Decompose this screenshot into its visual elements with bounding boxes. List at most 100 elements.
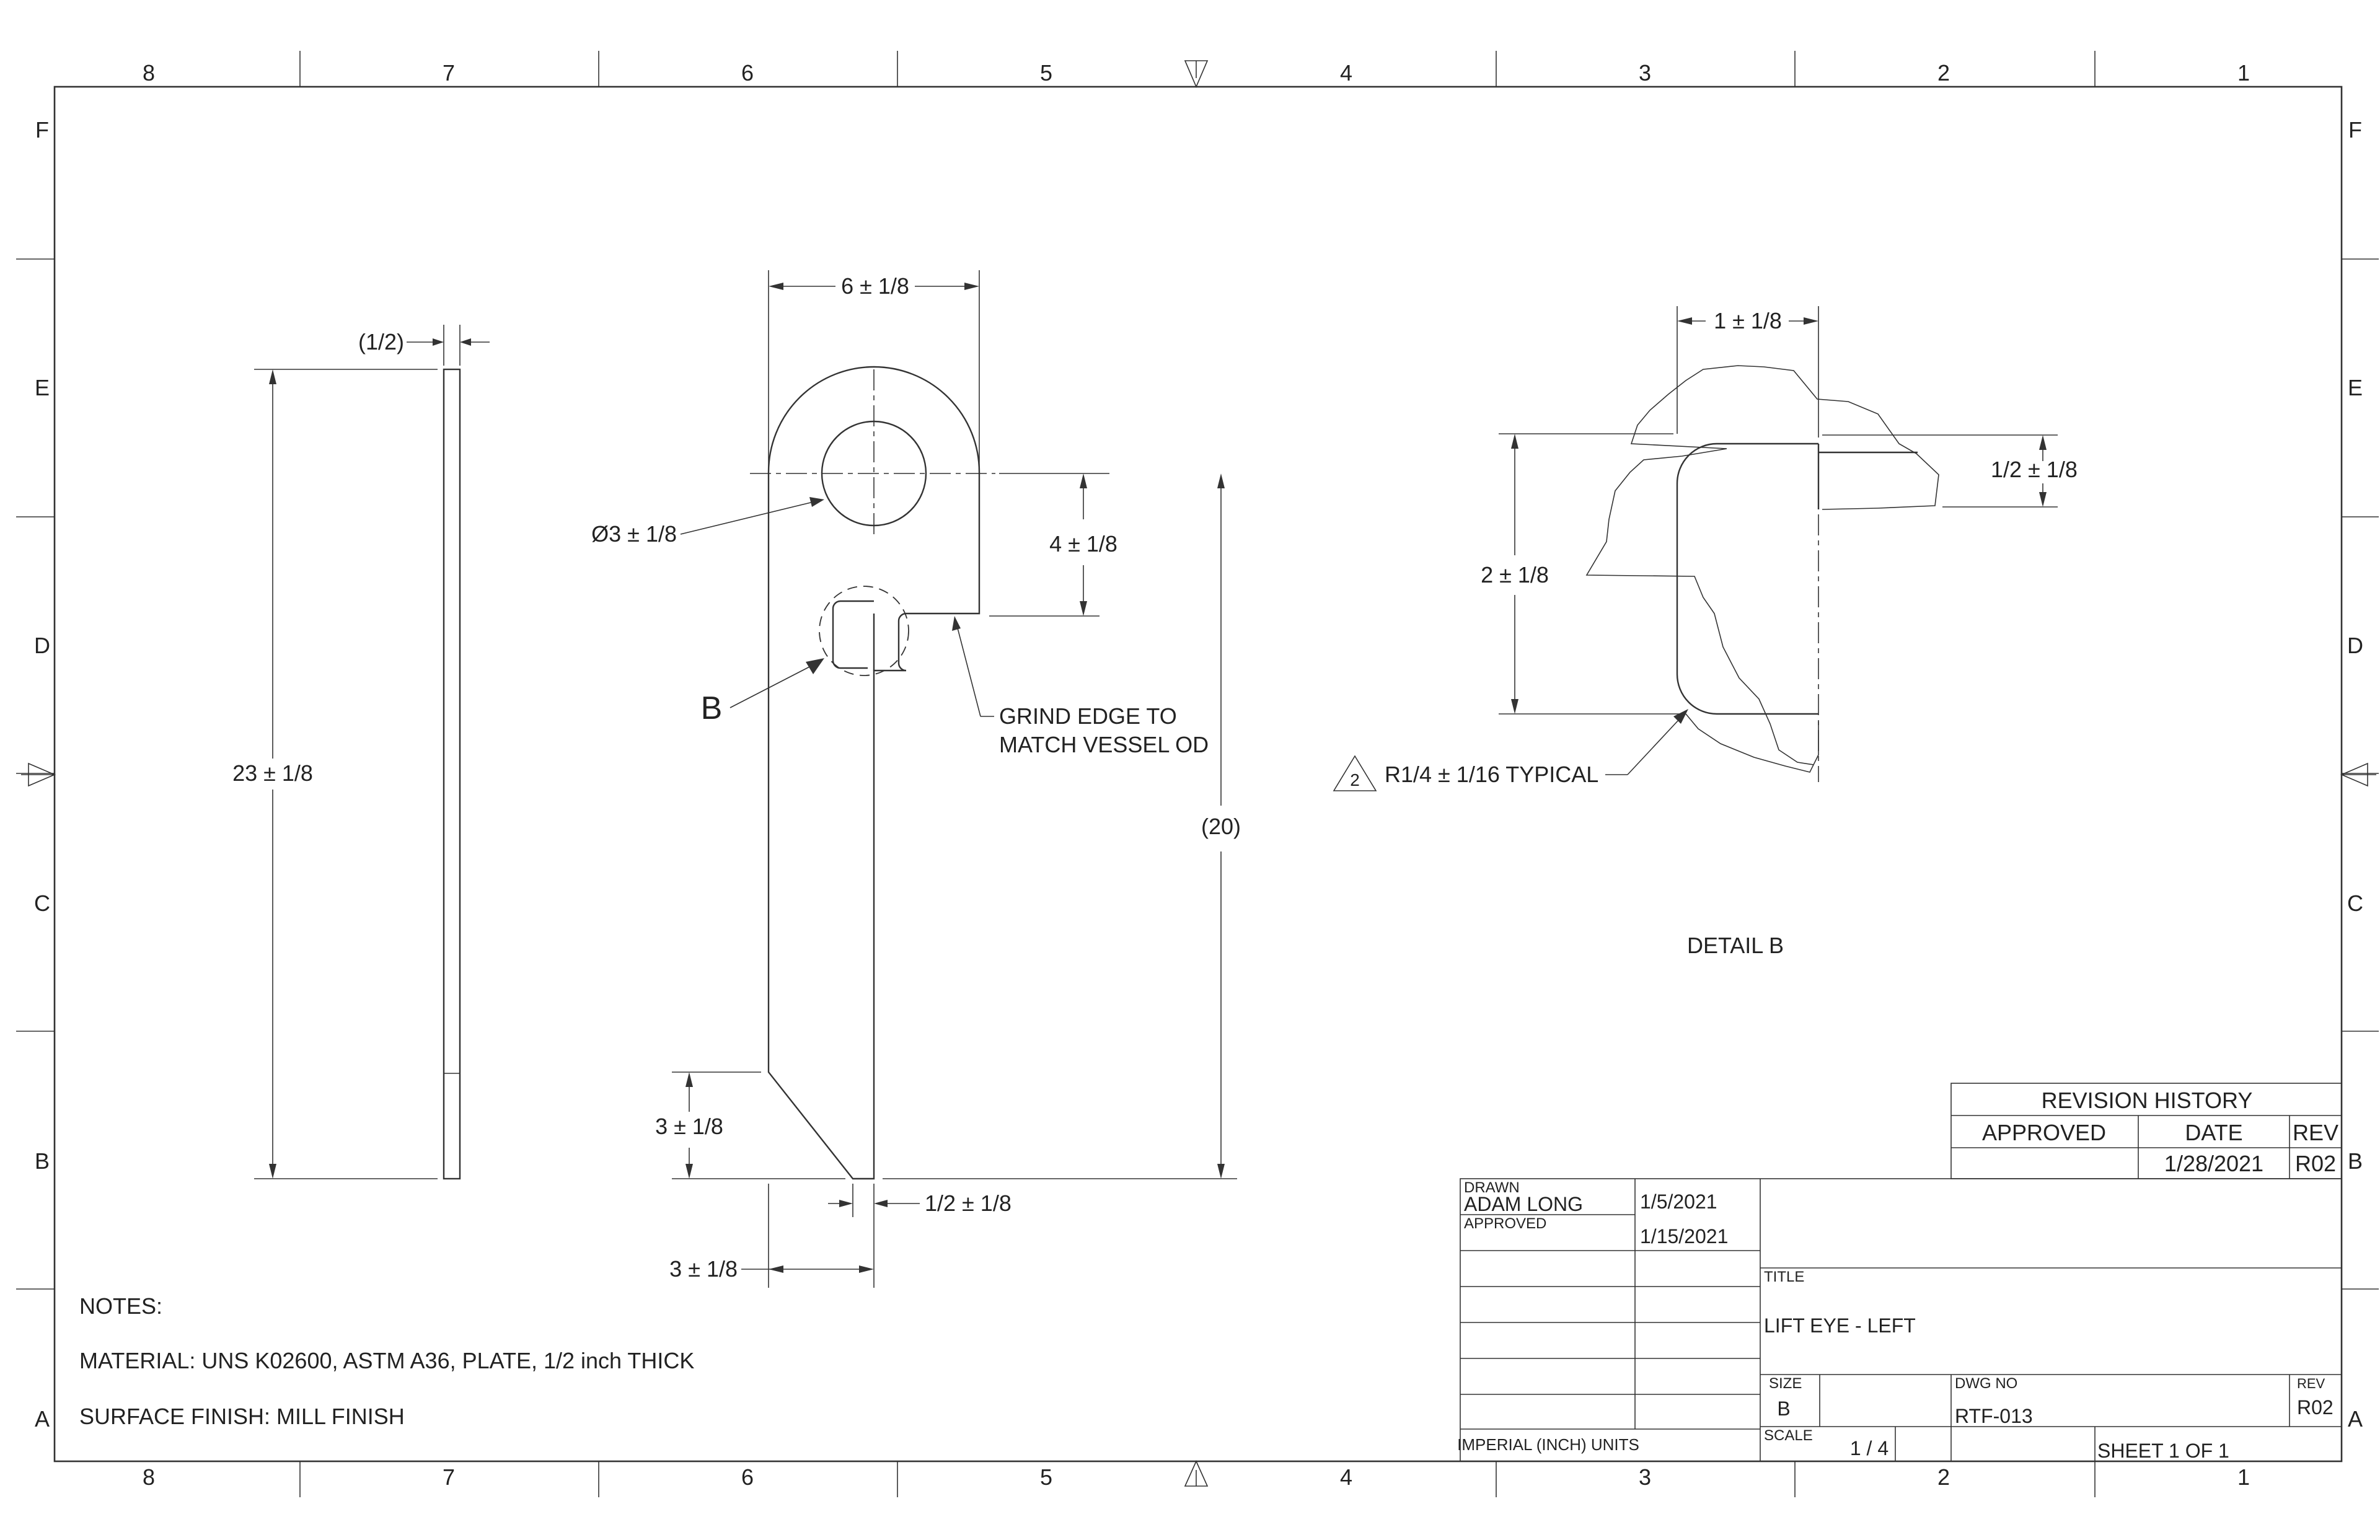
revision-col-approved: APPROVED — [1982, 1120, 2106, 1145]
detail-b-view: 1 ± 1/8 1/2 ± 1/8 2 ± 1/8 2 R1/4 ± 1/16 … — [1333, 306, 2078, 958]
col-label-bottom: 8 — [143, 1464, 155, 1490]
notes-surface-finish: SURFACE FINISH: MILL FINISH — [79, 1404, 405, 1429]
detail-break-boundary — [1585, 365, 1939, 765]
arrowhead — [806, 658, 824, 674]
arrowhead — [1673, 709, 1688, 724]
zone-dividers — [16, 51, 2379, 1497]
arrowhead — [1804, 317, 1818, 325]
revision-date-value: 1/28/2021 — [2164, 1151, 2263, 1176]
notes-block: NOTES: MATERIAL: UNS K02600, ASTM A36, P… — [79, 1293, 694, 1429]
revision-col-date: DATE — [2185, 1120, 2242, 1145]
row-label-left: B — [35, 1148, 50, 1174]
arrowhead — [1080, 473, 1087, 488]
size-value: B — [1777, 1397, 1790, 1420]
drawing-title: LIFT EYE - LEFT — [1764, 1314, 1916, 1337]
scale-value: 1 / 4 — [1850, 1437, 1889, 1459]
title-label: TITLE — [1764, 1269, 1804, 1285]
note-flag-triangle — [1333, 755, 1377, 791]
col-label-top: 3 — [1639, 60, 1651, 86]
row-label-left: C — [34, 891, 50, 916]
radius-note: R1/4 ± 1/16 TYPICAL — [1385, 762, 1598, 787]
sheet-number: SHEET 1 OF 1 — [2097, 1440, 2229, 1462]
arrowhead — [1217, 473, 1225, 488]
drawing-border: 8 7 6 5 4 3 2 1 8 7 6 5 4 3 2 1 F E D C … — [16, 51, 2379, 1497]
col-label-top: 6 — [741, 60, 754, 86]
col-label-bottom: 3 — [1639, 1464, 1651, 1490]
approved-label: APPROVED — [1464, 1215, 1546, 1232]
row-label-right: F — [2348, 117, 2362, 143]
arrowhead — [769, 283, 783, 290]
col-label-top: 2 — [1937, 60, 1950, 86]
arrowhead — [269, 1164, 276, 1179]
drawing-frame — [53, 86, 2343, 1463]
arrowhead — [1677, 317, 1692, 325]
dim-text-mask — [222, 759, 326, 790]
note-flag-number: 2 — [1350, 770, 1360, 790]
revision-col-rev: REV — [2293, 1120, 2338, 1145]
detail-lower-break — [1685, 713, 1819, 773]
tip-width-dim: 1/2 ± 1/8 — [925, 1190, 1011, 1216]
detail-height-dim: 2 ± 1/8 — [1481, 562, 1549, 587]
rev-label: REV — [2297, 1376, 2325, 1391]
row-label-right: C — [2347, 891, 2363, 916]
dwg-no-label: DWG NO — [1955, 1375, 2017, 1392]
plate-edge-view — [443, 368, 461, 1180]
col-label-top: 4 — [1340, 60, 1352, 86]
centering-arrow-top — [1184, 60, 1209, 89]
detail-width-dim: 1 ± 1/8 — [1714, 308, 1782, 333]
arrowhead — [769, 1265, 783, 1273]
size-label: SIZE — [1769, 1375, 1802, 1392]
detail-callout-leader — [729, 666, 810, 708]
arrowhead — [839, 1200, 853, 1207]
revision-history-title: REVISION HISTORY — [2042, 1088, 2253, 1113]
arrowhead — [433, 338, 444, 346]
title-block: DRAWN ADAM LONG 1/5/2021 APPROVED 1/15/2… — [1457, 1178, 2342, 1462]
drawn-label: DRAWN — [1464, 1179, 1520, 1196]
col-label-top: 1 — [2237, 60, 2250, 86]
notes-heading: NOTES: — [79, 1293, 162, 1319]
grind-note-line-2: MATCH VESSEL OD — [999, 732, 1209, 757]
col-label-top: 5 — [1040, 60, 1052, 86]
row-label-right: B — [2348, 1148, 2363, 1174]
col-label-bottom: 2 — [1937, 1464, 1950, 1490]
revision-history-table: REVISION HISTORY APPROVED DATE REV 1/28/… — [1950, 1083, 2342, 1179]
units-label: IMPERIAL (INCH) UNITS — [1457, 1435, 1639, 1454]
side-view: (1/2) 23 ± 1/8 — [222, 325, 490, 1180]
centering-arrow-bottom — [1184, 1460, 1209, 1487]
drawn-date: 1/5/2021 — [1640, 1190, 1717, 1213]
grind-note-line-1: GRIND EDGE TO — [999, 703, 1177, 729]
row-label-left: D — [34, 633, 50, 658]
row-label-left: A — [35, 1406, 50, 1432]
centering-arrow-left — [21, 762, 56, 787]
chamfer-width-dim: 3 ± 1/8 — [669, 1256, 738, 1282]
row-label-left: F — [35, 117, 49, 143]
detail-depth-dim: 1/2 ± 1/8 — [1991, 457, 2078, 482]
detail-slot-profile — [1676, 442, 1818, 715]
grind-note-leader — [955, 620, 981, 717]
row-label-right: D — [2347, 633, 2363, 658]
chamfer-height-dim: 3 ± 1/8 — [655, 1114, 723, 1139]
overall-length-dim: (20) — [1201, 814, 1241, 839]
drawn-by: ADAM LONG — [1464, 1193, 1583, 1215]
row-label-left: E — [35, 375, 50, 400]
arrowhead — [964, 283, 979, 290]
detail-b-boundary — [819, 586, 909, 676]
row-label-right: E — [2348, 375, 2363, 400]
zone-labels: 8 7 6 5 4 3 2 1 8 7 6 5 4 3 2 1 F E D C … — [34, 60, 2363, 1490]
rev-value: R02 — [2297, 1396, 2334, 1419]
side-length-dim: 23 ± 1/8 — [232, 760, 313, 786]
hole-diameter-dim: Ø3 ± 1/8 — [591, 521, 677, 547]
side-thickness-dim: (1/2) — [358, 329, 404, 354]
radius-note-leader — [1627, 718, 1680, 775]
arrowhead — [685, 1164, 693, 1179]
arrowhead — [1511, 699, 1518, 714]
col-label-bottom: 6 — [741, 1464, 754, 1490]
centering-marks — [21, 60, 2376, 1487]
hole-diameter-leader — [680, 501, 814, 535]
arrowhead — [269, 369, 276, 384]
arrowhead — [2039, 492, 2047, 507]
col-label-bottom: 7 — [443, 1464, 455, 1490]
row-label-right: A — [2348, 1406, 2363, 1432]
detail-caption: DETAIL B — [1687, 933, 1784, 958]
